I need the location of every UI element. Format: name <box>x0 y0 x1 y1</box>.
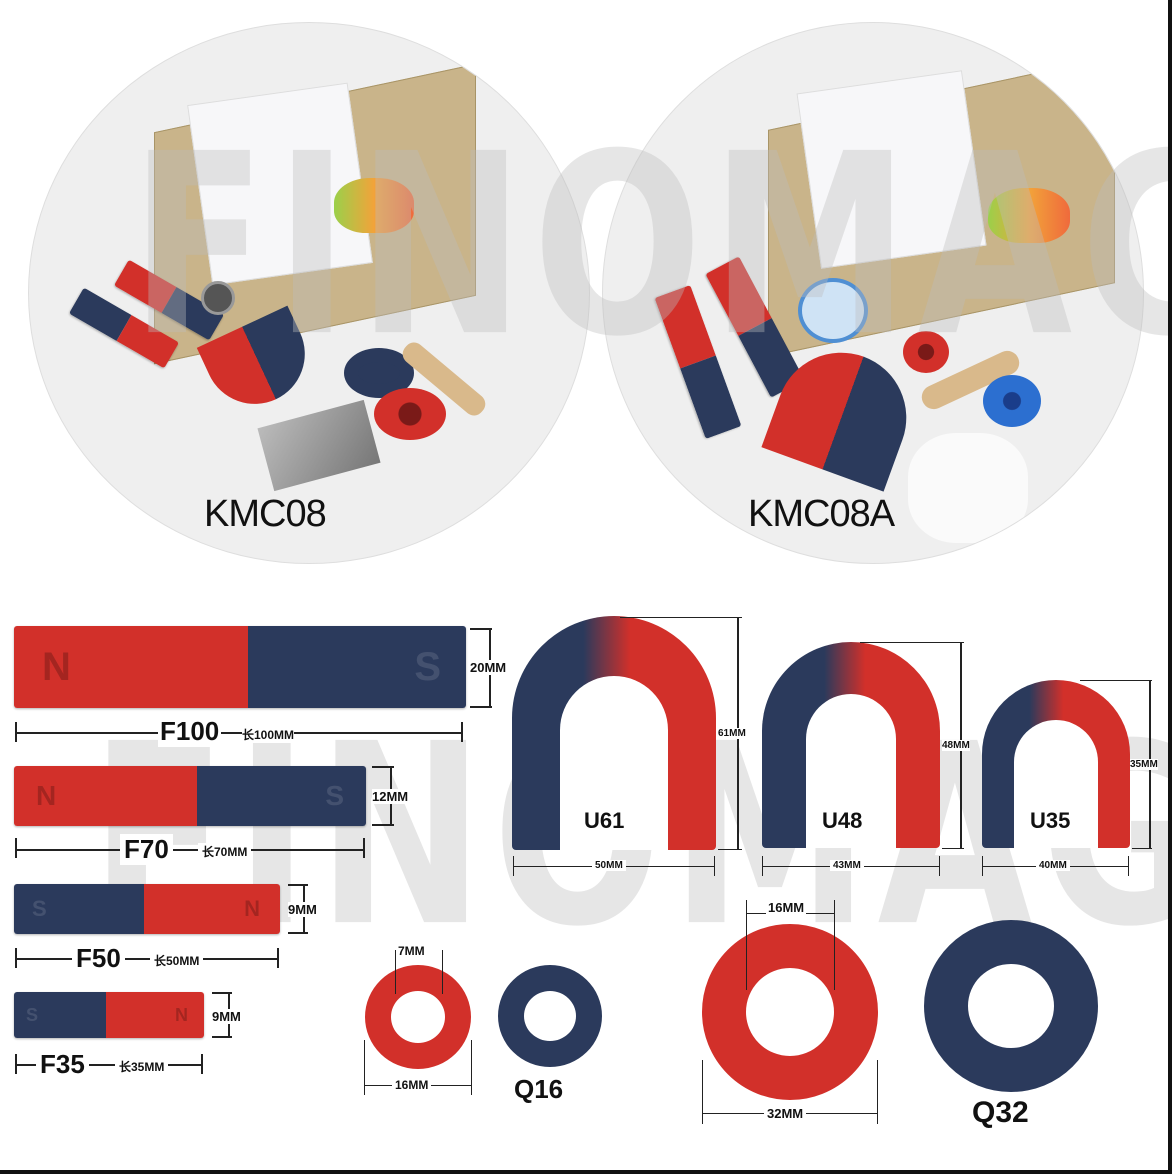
model-label: Q32 <box>972 1096 1029 1129</box>
width-label: 50MM <box>592 860 626 871</box>
ring-magnet-q16-blue <box>498 965 602 1067</box>
height-label: 9MM <box>212 1009 241 1024</box>
kit-label: KMC08 <box>204 493 327 535</box>
width-label: 43MM <box>830 860 864 871</box>
height-label: 20MM <box>470 660 507 675</box>
model-label: F35 <box>36 1049 89 1080</box>
kit-ring-magnet-red <box>903 331 949 373</box>
plastic-disks <box>908 433 1028 543</box>
length-label: 长35MM <box>115 1058 169 1075</box>
kit-label: KMC08A <box>748 493 895 535</box>
watermark-top: FINOMAG <box>130 100 1172 393</box>
height-label: 48MM <box>942 740 970 751</box>
height-label: 12MM <box>372 789 409 804</box>
model-label: F70 <box>120 834 173 865</box>
model-label: F100 <box>158 716 222 747</box>
pole-label-south: S <box>14 884 144 934</box>
ring-magnet-q32-red <box>702 924 878 1100</box>
border-bottom <box>0 1170 1172 1174</box>
butterfly-sticker <box>334 178 414 233</box>
compass <box>798 278 868 343</box>
pole-label-south: S <box>197 766 366 826</box>
bar-magnet-f70: N S <box>14 766 366 826</box>
kit-photo-kmc08a: KMC08A <box>602 22 1144 564</box>
model-label: Q16 <box>514 1074 564 1104</box>
height-label: 61MM <box>718 728 746 739</box>
length-label: 长100MM <box>242 726 295 743</box>
butterfly-sticker <box>988 188 1070 243</box>
pole-label-south: S <box>248 626 466 708</box>
model-label: U35 <box>1030 808 1071 833</box>
pole-label-north: N <box>106 992 204 1038</box>
u-magnet-u35 <box>982 680 1130 848</box>
ring-magnet-q32-blue <box>924 920 1098 1092</box>
iron-filings-bag <box>257 399 381 492</box>
outer-diameter-label: 32MM <box>764 1106 807 1121</box>
bar-magnet-f50: S N <box>14 884 280 934</box>
height-label: 9MM <box>288 902 317 917</box>
inner-diameter-label: 16MM <box>766 900 807 915</box>
border-right <box>1168 0 1172 1174</box>
pole-label-north: N <box>144 884 280 934</box>
model-label: U61 <box>584 808 625 833</box>
width-label: 40MM <box>1036 860 1070 871</box>
bar-magnet-f100: N S <box>14 626 466 708</box>
model-label: F50 <box>72 943 125 974</box>
u-magnet-u48 <box>762 642 940 848</box>
kit-ring-magnet-blue <box>983 375 1041 427</box>
model-label: U48 <box>822 808 863 833</box>
kit-ring-magnet-red <box>374 388 446 440</box>
outer-diameter-label: 16MM <box>392 1078 432 1092</box>
ring-magnet-q16-red <box>365 965 471 1069</box>
bar-magnet-f35: S N <box>14 992 204 1038</box>
length-label: 长50MM <box>150 952 204 969</box>
height-label: 35MM <box>1130 759 1158 770</box>
length-label: 长70MM <box>198 843 252 860</box>
compass <box>201 281 235 315</box>
u-magnet-u61 <box>512 616 716 850</box>
pole-label-south: S <box>14 992 106 1038</box>
kit-photo-kmc08: KMC08 <box>28 22 590 564</box>
inner-diameter-label: 7MM <box>398 944 425 958</box>
pole-label-north: N <box>14 766 197 826</box>
pole-label-north: N <box>14 626 248 708</box>
dim-line-horizontal <box>15 732 463 734</box>
